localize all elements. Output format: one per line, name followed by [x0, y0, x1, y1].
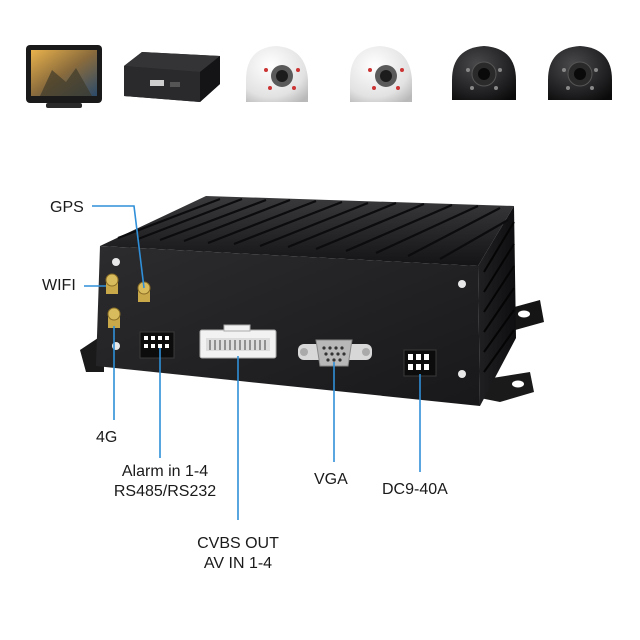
vga-connector — [298, 339, 372, 367]
cvbs-connector — [199, 324, 277, 359]
callout-lines — [84, 205, 421, 520]
label-alarm: Alarm in 1-4 RS485/RS232 — [100, 462, 230, 502]
label-alarm-line2: RS485/RS232 — [113, 483, 217, 500]
alarm-connector — [139, 331, 175, 359]
label-cvbs: CVBS OUT AV IN 1-4 — [176, 534, 300, 574]
label-alarm-line1: Alarm in 1-4 — [121, 463, 209, 480]
label-4g: 4G — [96, 429, 118, 446]
label-wifi: WIFI — [42, 277, 76, 294]
dc-power-connector — [403, 349, 437, 377]
label-cvbs-line2: AV IN 1-4 — [203, 555, 273, 572]
label-cvbs-line1: CVBS OUT — [197, 535, 279, 552]
product-mdvr-thumb — [124, 52, 220, 102]
product-monitor — [26, 45, 102, 108]
product-black-camera-1 — [452, 46, 516, 100]
4g-antenna-connector — [107, 307, 121, 328]
product-white-camera-1 — [246, 46, 308, 102]
label-dc: DC9-40A — [382, 481, 448, 498]
label-gps: GPS — [50, 199, 84, 216]
wifi-antenna-connector — [105, 273, 119, 294]
device-front — [96, 246, 480, 406]
label-vga: VGA — [314, 471, 348, 488]
mdvr-device — [80, 196, 544, 406]
product-black-camera-2 — [548, 46, 612, 100]
product-white-camera-2 — [350, 46, 412, 102]
callout-line-gps — [92, 205, 145, 289]
